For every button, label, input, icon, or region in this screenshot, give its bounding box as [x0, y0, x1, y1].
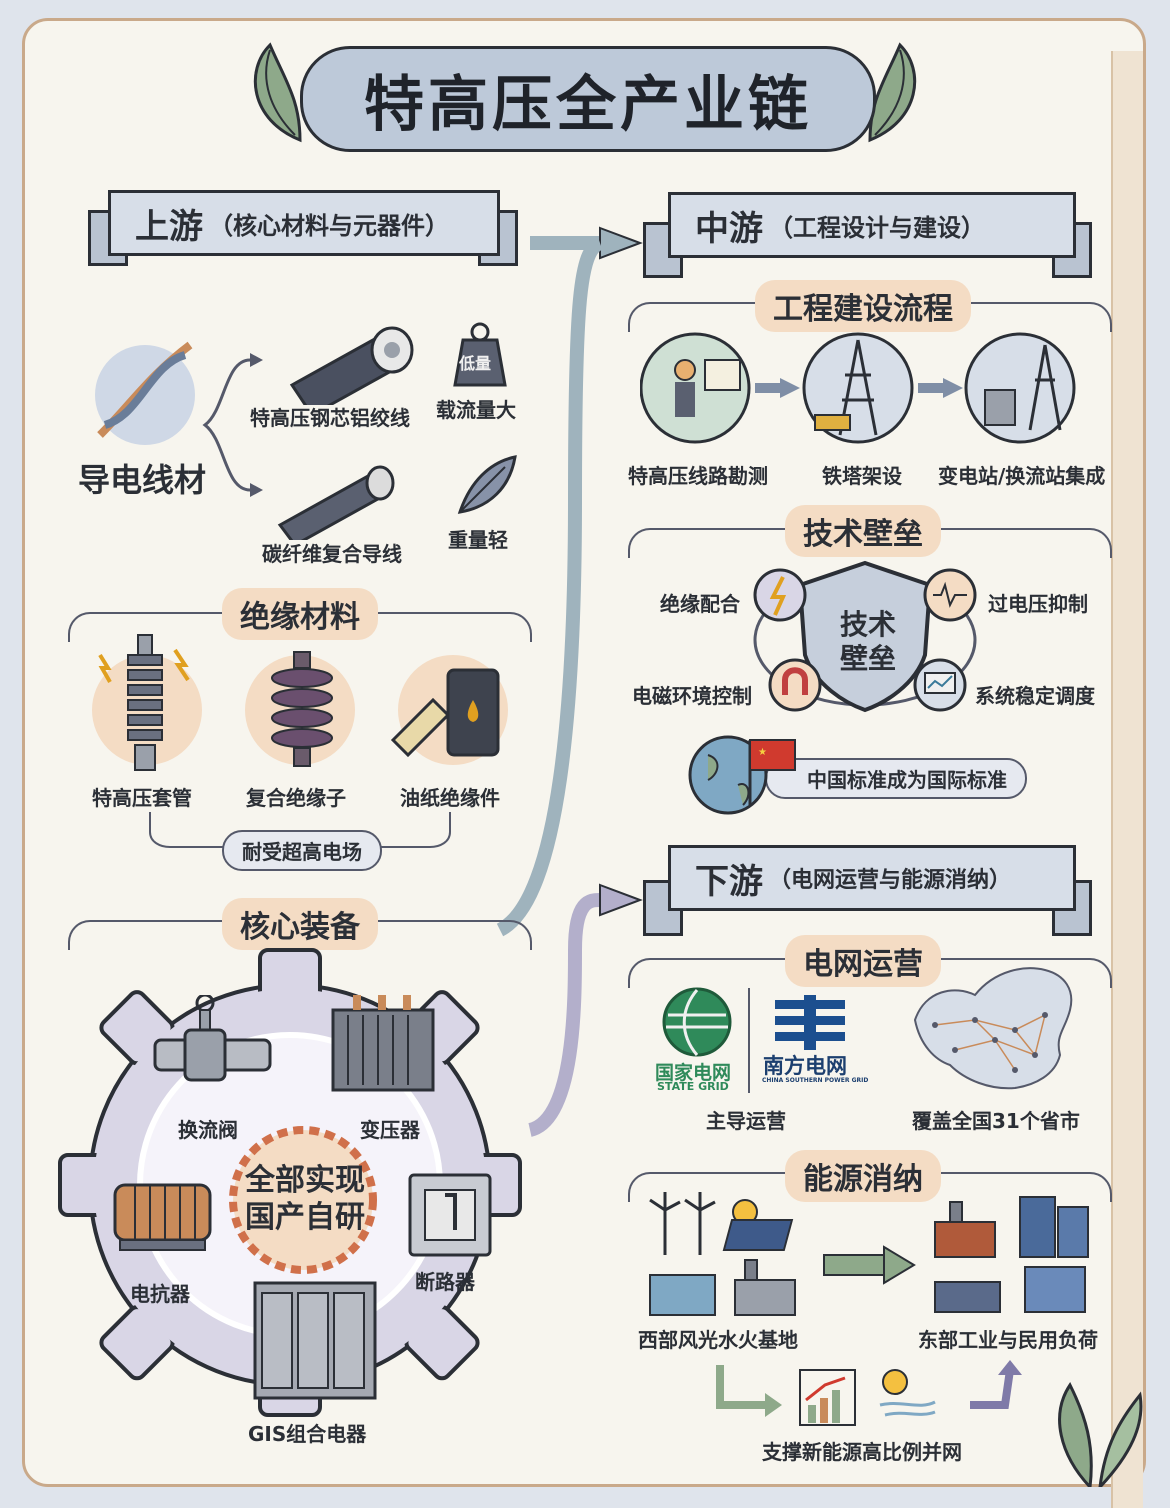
- barrier-title: 技术壁垒: [785, 505, 941, 557]
- southern-grid-logo: [775, 995, 845, 1050]
- process-step-tower: 铁塔架设: [822, 464, 902, 488]
- gis-icon: [253, 1281, 377, 1400]
- acsr-cable-icon: [289, 326, 414, 405]
- standard-pill: 中国标准成为国际标准: [765, 758, 1027, 799]
- oil-drum-icon: [390, 668, 500, 758]
- carbon-fiber-cable-icon: [277, 465, 395, 540]
- grid-title: 电网运营: [785, 935, 941, 987]
- reactor-icon: [113, 1183, 212, 1251]
- bushing-icon: [98, 634, 190, 771]
- breaker-icon: [408, 1173, 492, 1257]
- equipment-valve-label: 换流阀: [178, 1118, 238, 1142]
- logo-divider: [748, 988, 750, 1093]
- insulation-footer: 耐受超高电场: [222, 830, 382, 871]
- energy-west: 西部风光水火基地: [638, 1328, 798, 1352]
- southern-grid-cn: 南方电网: [763, 1054, 847, 1078]
- globe-flag-icon: ★: [688, 735, 796, 815]
- downstream-header: 下游 （电网运营与能源消纳）: [668, 845, 1076, 911]
- shield-text-line2: 壁垒: [840, 642, 897, 675]
- bushing-label: 特高压套管: [92, 786, 192, 810]
- weight-icon: [453, 322, 507, 387]
- equipment-breaker-label: 断路器: [415, 1270, 475, 1294]
- east-city-icon: [934, 1196, 1089, 1313]
- process-step-station: 变电站/换流站集成: [938, 464, 1106, 488]
- conductor-name: 导电线材: [78, 461, 207, 499]
- energy-title: 能源消纳: [785, 1150, 941, 1202]
- process-title: 工程建设流程: [755, 280, 971, 332]
- state-grid-cn: 国家电网: [655, 1062, 732, 1084]
- barrier-stability: 系统稳定调度: [975, 684, 1095, 708]
- southern-grid-en: CHINA SOUTHERN POWER GRID: [762, 1077, 869, 1084]
- midstream-title: 中游: [695, 208, 763, 249]
- equipment-title: 核心装备: [222, 898, 378, 950]
- acsr-label: 特高压钢芯铝绞线: [250, 406, 410, 430]
- grid-lead: 主导运营: [706, 1109, 786, 1133]
- energy-east: 东部工业与民用负荷: [918, 1328, 1098, 1352]
- grid-coverage: 覆盖全国31个省市: [912, 1109, 1080, 1133]
- composite-insulator-icon: [271, 651, 333, 767]
- carbon-fiber-label: 碳纤维复合导线: [262, 542, 402, 566]
- east-arrow-icon: [823, 1245, 916, 1285]
- midstream-header: 中游 （工程设计与建设）: [668, 192, 1076, 258]
- midstream-subtitle: （工程设计与建设）: [769, 213, 985, 242]
- barrier-emc: 电磁环境控制: [632, 684, 752, 708]
- weight-icon-text: 低量: [459, 354, 492, 373]
- support-icons: [716, 1360, 1022, 1426]
- branch-arrows: [202, 353, 263, 497]
- svg-text:★: ★: [758, 747, 767, 758]
- shield-icon: [753, 560, 977, 713]
- energy-support: 支撑新能源高比例并网: [762, 1440, 962, 1464]
- equipment-reactor-label: 电抗器: [130, 1282, 190, 1306]
- equipment-center-line2: 国产自研: [245, 1200, 365, 1235]
- west-energy-icon: [649, 1192, 796, 1316]
- valve-icon: [153, 995, 272, 1082]
- process-steps: [640, 332, 1076, 444]
- transformer-icon: [331, 995, 435, 1092]
- downstream-title: 下游: [695, 861, 763, 902]
- barrier-overvoltage: 过电压抑制: [988, 592, 1088, 616]
- plant-decoration-icon: [1058, 1382, 1143, 1487]
- downstream-subtitle: （电网运营与能源消纳）: [769, 868, 1012, 893]
- state-grid-logo: [662, 987, 732, 1057]
- upstream-title: 上游: [135, 206, 203, 247]
- feather-icon: [457, 455, 517, 514]
- state-grid-en: STATE GRID: [657, 1080, 729, 1093]
- shield-text-line1: 技术: [840, 608, 897, 641]
- equipment-transformer-label: 变压器: [360, 1118, 420, 1142]
- acsr-feature: 载流量大: [436, 398, 516, 422]
- leaf-left-icon: [253, 42, 302, 143]
- insulation-title: 绝缘材料: [222, 588, 378, 640]
- china-map-icon: [913, 967, 1073, 1090]
- equipment-center-line1: 全部实现: [245, 1163, 365, 1198]
- process-step-survey: 特高压线路勘测: [628, 464, 768, 488]
- oil-paper-label: 油纸绝缘件: [400, 786, 500, 810]
- barrier-insulation-coord: 绝缘配合: [660, 592, 740, 616]
- upstream-header: 上游 （核心材料与元器件）: [108, 190, 500, 256]
- twisted-wire-icon: [97, 341, 193, 438]
- upstream-subtitle: （核心材料与元器件）: [209, 211, 449, 240]
- page-title: 特高压全产业链: [300, 46, 876, 152]
- insulator-label: 复合绝缘子: [246, 786, 346, 810]
- carbon-fiber-feature: 重量轻: [448, 528, 508, 552]
- equipment-gis-label: GIS组合电器: [248, 1422, 367, 1446]
